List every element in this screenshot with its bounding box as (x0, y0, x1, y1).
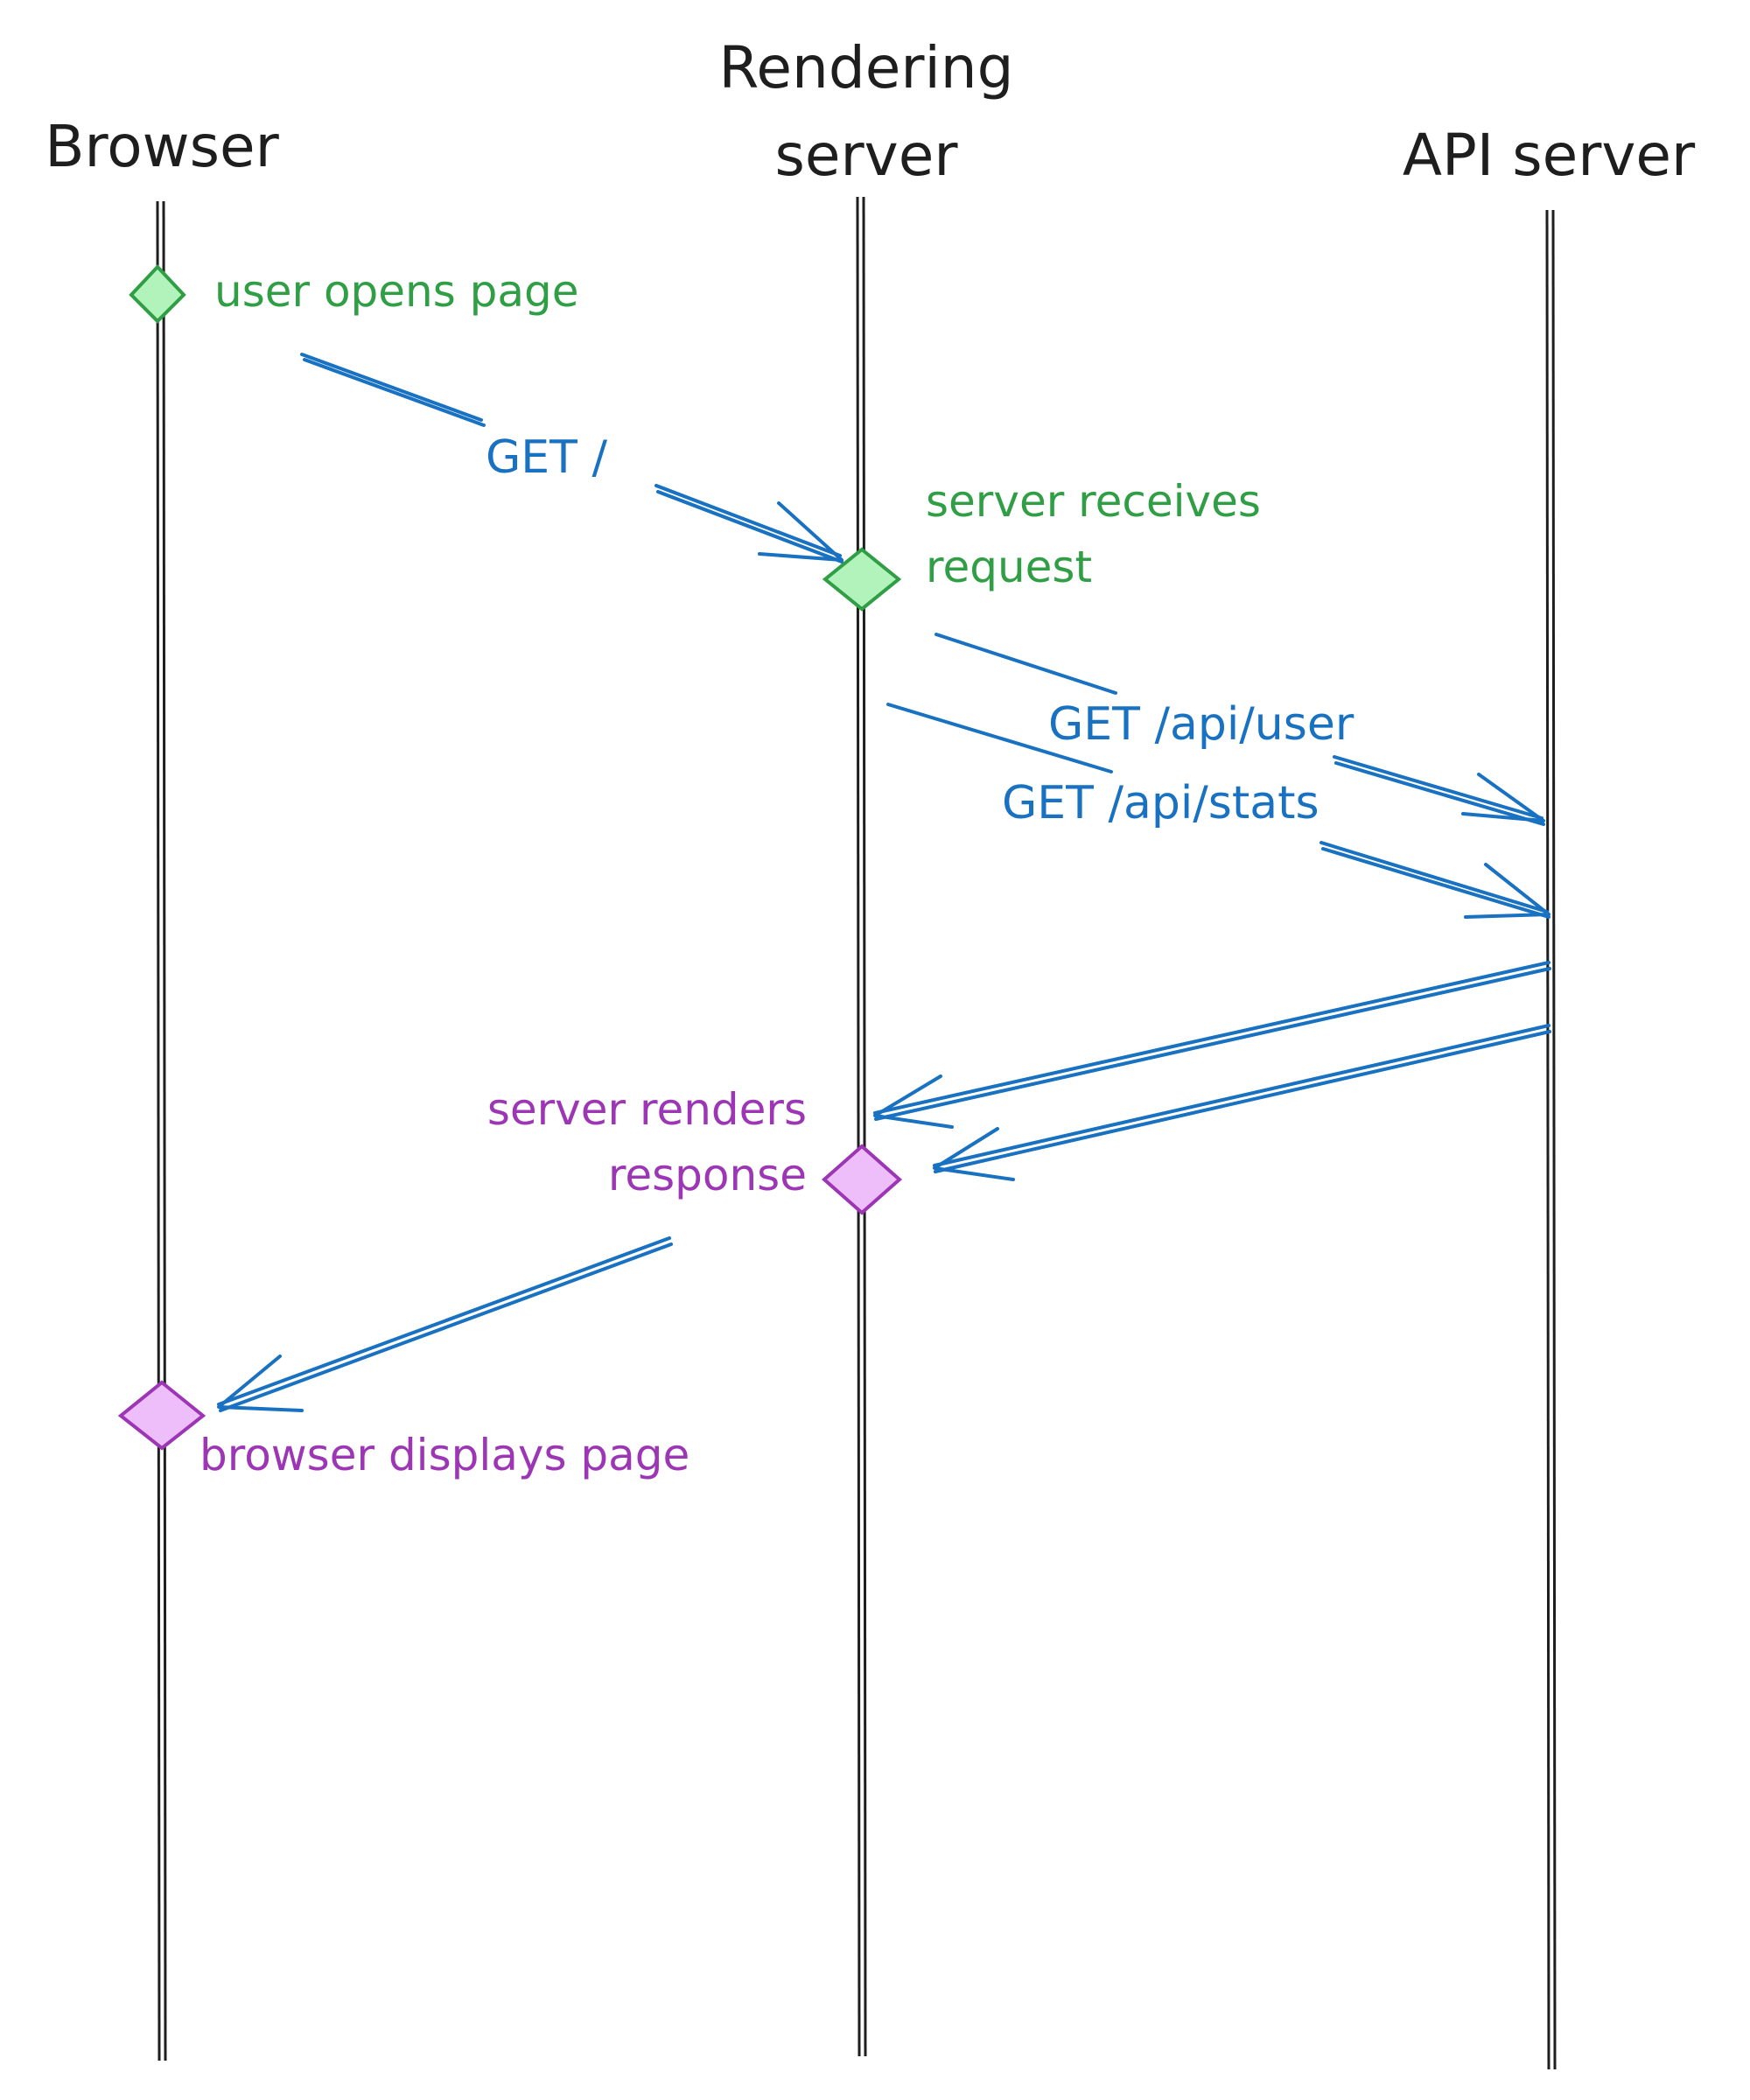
label-get-root: GET / (486, 431, 607, 484)
rendering-server-title-line-1: Rendering (718, 34, 1013, 102)
lifeline-browser (156, 200, 167, 2062)
lifeline-api-server (1545, 209, 1557, 2070)
event-server-renders-response: server renders response (487, 1084, 903, 1215)
lifeline-title-rendering-server: Rendering server (718, 34, 1013, 189)
lifeline-title-browser: Browser (45, 113, 279, 180)
event-user-opens-page: user opens page (129, 264, 579, 324)
message-get-api-user: GET /api/user (934, 633, 1545, 826)
note-server-renders-line-1: server renders (487, 1084, 807, 1135)
response-api-user (873, 961, 1551, 1129)
api-server-title: API server (1403, 122, 1696, 189)
message-get-root: GET / (300, 353, 844, 564)
message-get-api-stats: GET /api/stats (886, 703, 1550, 919)
note-browser-displays-page: browser displays page (200, 1430, 690, 1480)
start-diamond-rendering-server (822, 547, 902, 612)
message-rendered-page (217, 1236, 673, 1412)
start-diamond-browser (129, 264, 186, 324)
label-get-api-user: GET /api/user (1048, 698, 1354, 751)
rendering-server-title-line-2: server (775, 122, 959, 189)
lifeline-title-api-server: API server (1403, 122, 1696, 189)
note-server-receives-line-1: server receives (926, 476, 1261, 527)
end-diamond-browser (117, 1380, 206, 1451)
label-get-api-stats: GET /api/stats (1002, 777, 1320, 830)
browser-title: Browser (45, 113, 279, 180)
note-user-opens-page: user opens page (214, 266, 579, 317)
event-browser-displays-page: browser displays page (117, 1380, 690, 1480)
note-server-renders-line-2: response (608, 1150, 807, 1200)
event-server-receives-request: server receives request (822, 476, 1261, 612)
response-api-stats (933, 1024, 1551, 1181)
end-diamond-rendering-server (821, 1144, 903, 1215)
note-server-receives-line-2: request (926, 542, 1092, 592)
lifeline-rendering-server (856, 196, 867, 2057)
